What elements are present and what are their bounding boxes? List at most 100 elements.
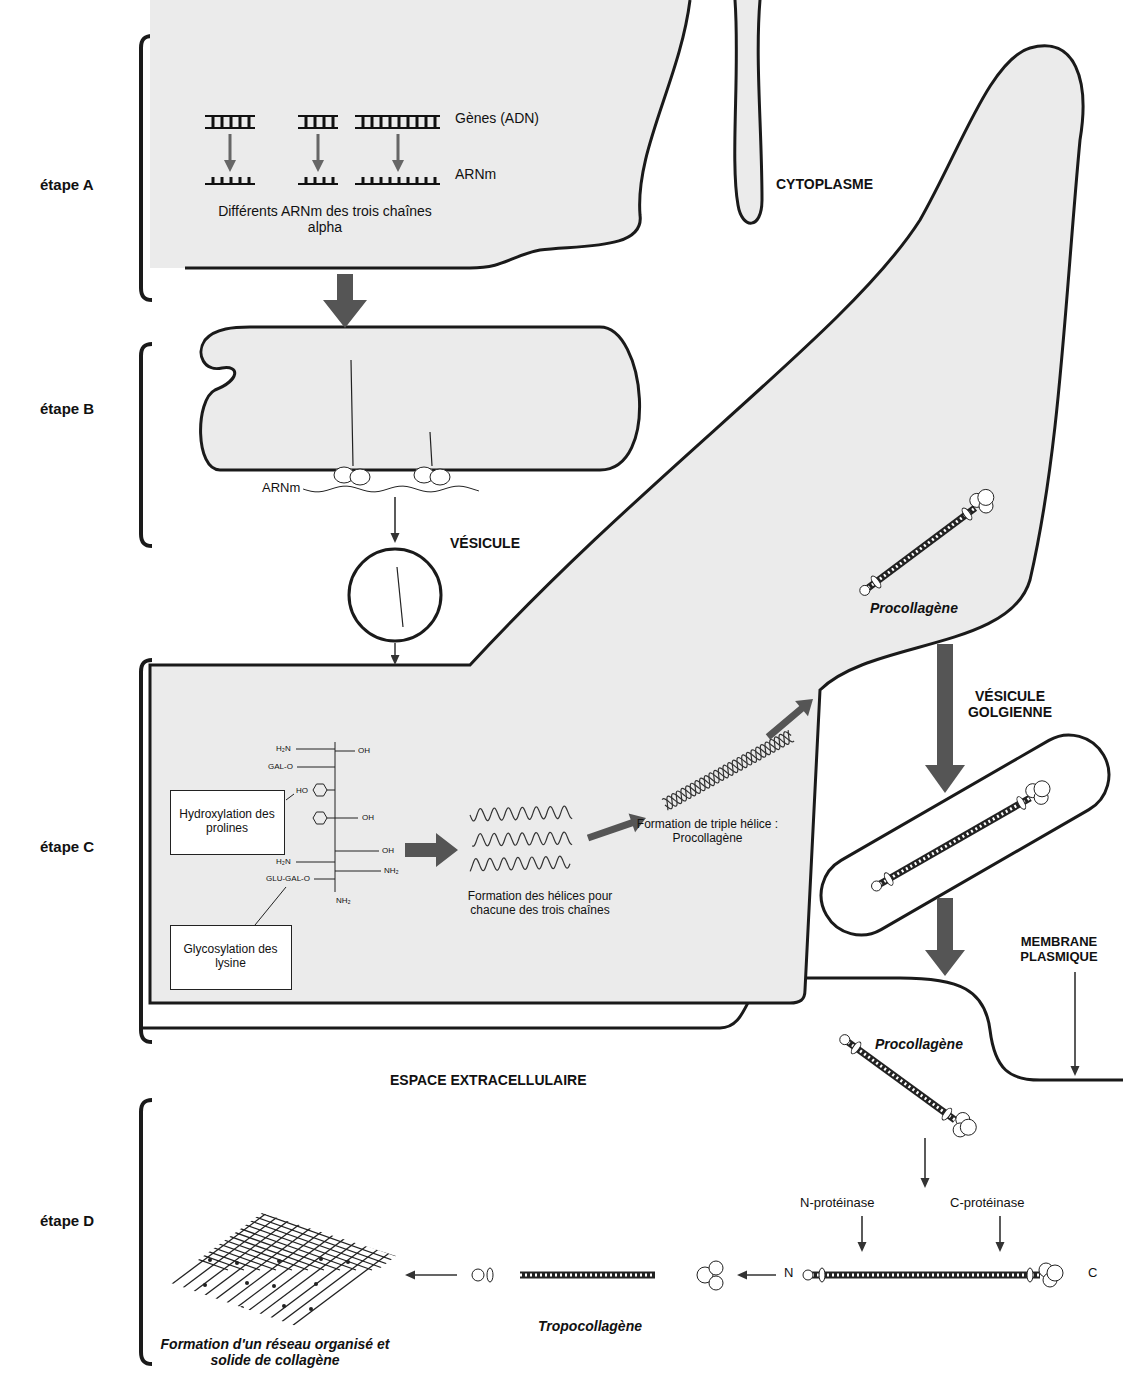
process-arrow: [405, 833, 458, 867]
text-label: OH: [362, 813, 374, 822]
drawing-stroke: [236, 1170, 516, 1270]
golgi-vesicle: VÉSICULE GOLGIENNE: [810, 685, 1110, 945]
drawing-stroke: [346, 1260, 350, 1264]
sugar-ring: [313, 784, 327, 796]
connector-arrow: [937, 644, 953, 765]
drawing-stroke: [284, 1170, 564, 1270]
drawing-stroke: [221, 177, 224, 184]
text-label: OH: [358, 746, 370, 755]
drawing-stroke: [60, 1170, 340, 1270]
drawing-stroke: [221, 116, 224, 128]
text-label: H₂N: [276, 744, 291, 753]
alpha-helix: [662, 730, 789, 806]
node-text: Formation de triple hélice : Procollagèn…: [615, 818, 800, 846]
drawing-stroke: [380, 177, 383, 184]
drawing-stroke: [12, 1170, 292, 1270]
vesicle-outline: [806, 720, 1123, 949]
alpha-helix: [472, 832, 572, 846]
text-label: Procollagène: [875, 1036, 963, 1052]
drawing-stroke: [869, 575, 882, 590]
text-label: MEMBRANE PLASMIQUE: [1000, 935, 1118, 965]
nucleus-region: Gènes (ADN)ARNmDifférents ARNm des trois…: [150, 0, 770, 270]
drawing-stroke: [240, 1306, 244, 1310]
drawing-stroke: [92, 1170, 372, 1270]
drawing-stroke: [314, 116, 317, 128]
cell-process: [735, 0, 762, 223]
drawing-stroke: [332, 116, 335, 128]
text-label: HO: [296, 786, 308, 795]
drawing-stroke: [868, 508, 975, 588]
drawing-stroke: [323, 116, 326, 128]
text-label: OH: [382, 846, 394, 855]
drawing-stroke: [140, 1170, 420, 1270]
drawing-stroke: [268, 1170, 548, 1270]
drawing-stroke: [0, 1170, 244, 1270]
drawing-stroke: [248, 177, 251, 184]
text-label: C-protéinase: [950, 1196, 1024, 1211]
drawing-stroke: [204, 1170, 484, 1270]
vesicle-outline: [349, 549, 441, 641]
drawing-stroke: [203, 1283, 207, 1287]
procollagen-molecule: [872, 781, 1050, 891]
drawing-stroke: [848, 1042, 955, 1120]
drawing-stroke: [434, 177, 437, 184]
drawing-stroke: [212, 116, 215, 128]
drawing-stroke: [0, 1170, 228, 1270]
process-arrow: [405, 1271, 457, 1280]
procollagen-molecule: [520, 1275, 655, 1276]
drawing-stroke: [351, 1305, 355, 1309]
alpha-helix: [665, 732, 791, 809]
drawing-stroke: [252, 1170, 532, 1270]
process-arrow: [1071, 972, 1080, 1076]
text-label: ARNm: [262, 481, 300, 496]
process-arrow: [312, 134, 324, 172]
drawing-stroke: [272, 1284, 276, 1288]
mrna-symbol: [205, 177, 255, 184]
procollagen-molecule: [860, 489, 994, 595]
drawing-stroke: [850, 1040, 863, 1055]
drawing-stroke: [978, 489, 994, 505]
drawing-stroke: [880, 798, 1030, 884]
propeptide: [709, 1276, 723, 1290]
process-arrow: [323, 274, 367, 328]
drawing-stroke: [0, 1170, 276, 1270]
drawing-stroke: [332, 1170, 612, 1270]
drawing-stroke: [362, 116, 365, 128]
drawing-stroke: [314, 177, 317, 184]
text-label: NH₂: [336, 896, 351, 905]
nucleus-outline: [185, 0, 690, 268]
drawing-stroke: [1015, 795, 1027, 810]
drawing-stroke: [323, 177, 326, 184]
drawing-stroke: [314, 1282, 318, 1286]
drawing-stroke: [520, 1274, 655, 1277]
node-shape: [810, 685, 1110, 945]
drawing-stroke: [235, 1261, 239, 1265]
drawing-stroke: [212, 177, 215, 184]
drawing-stroke: [389, 116, 392, 128]
drawing-stroke: [316, 1170, 596, 1270]
drawing-stroke: [407, 177, 410, 184]
drawing-stroke: [960, 507, 973, 522]
drawing-stroke: [812, 1274, 1040, 1277]
drawing-stroke: [434, 116, 437, 128]
mrna-symbol: [355, 177, 440, 184]
drawing-stroke: [425, 116, 428, 128]
vesicle: VÉSICULE: [347, 547, 443, 643]
connector-arrow: [394, 643, 396, 655]
text-label: ESPACE EXTRACELLULAIRE: [390, 1072, 587, 1088]
text-label: étape C: [40, 838, 94, 855]
drawing-stroke: [208, 1258, 212, 1262]
drawing-stroke: [362, 177, 365, 184]
drawing-stroke: [0, 1170, 260, 1270]
drawing-stroke: [872, 881, 882, 891]
propeptide: [709, 1261, 723, 1275]
node-text: Procollagène: [870, 600, 958, 616]
drawing-stroke: [803, 1270, 813, 1280]
rer-region: [201, 327, 640, 470]
ribosome: [350, 469, 370, 485]
drawing-stroke: [309, 1307, 313, 1311]
drawing-stroke: [868, 508, 975, 588]
node-text: Formation des hélices pour chacune des t…: [460, 890, 620, 918]
